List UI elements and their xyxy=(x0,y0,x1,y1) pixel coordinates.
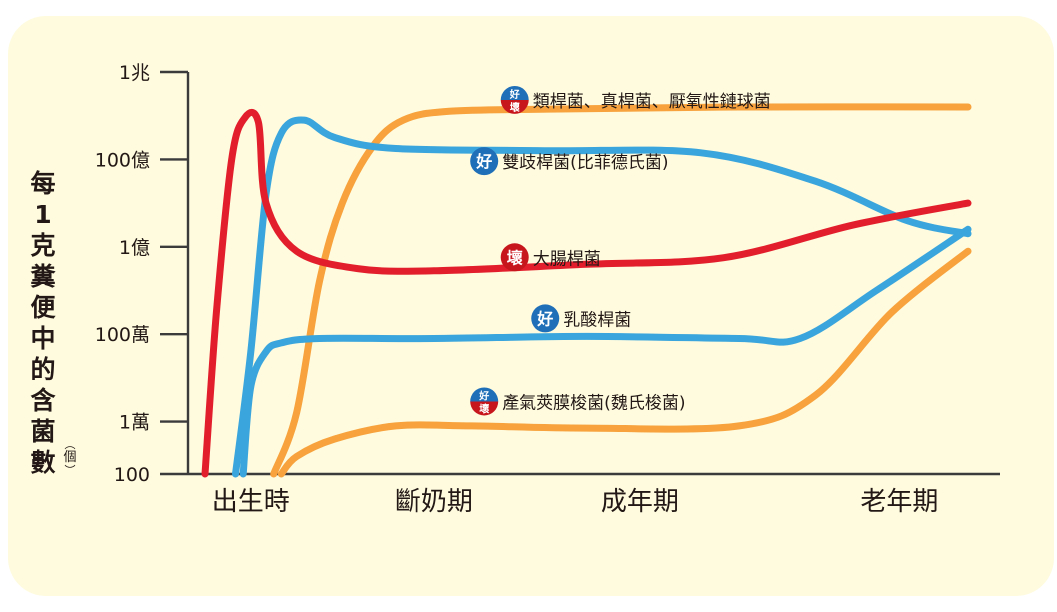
x-category-label: 老年期 xyxy=(860,487,938,517)
svg-text:好: 好 xyxy=(536,309,553,328)
y-tick-label: 100萬 xyxy=(95,324,150,346)
y-tick-label: 1兆 xyxy=(119,62,150,84)
badge-icon: 好壞 xyxy=(501,86,529,114)
svg-text:好: 好 xyxy=(478,389,489,402)
x-category-label: 成年期 xyxy=(601,487,679,517)
series-name: 雙歧桿菌(比菲德氏菌) xyxy=(502,153,668,173)
svg-text:壞: 壞 xyxy=(510,101,520,114)
svg-text:好: 好 xyxy=(475,152,492,171)
series-label-2: 壞大腸桿菌 xyxy=(501,243,601,271)
x-category-label: 出生時 xyxy=(212,487,290,517)
series-label-4: 好壞產氣莢膜梭菌(魏氏梭菌) xyxy=(470,387,685,415)
y-tick-label: 1億 xyxy=(119,237,150,259)
series-label-0: 好壞類桿菌、真桿菌、厭氧性鏈球菌 xyxy=(501,86,771,114)
series-label-3: 好乳酸桿菌 xyxy=(531,304,631,332)
series-name: 乳酸桿菌 xyxy=(563,310,631,330)
badge-icon: 好 xyxy=(470,147,498,175)
series-line-4 xyxy=(281,251,968,474)
svg-text:壞: 壞 xyxy=(479,402,489,415)
svg-text:好: 好 xyxy=(509,88,520,101)
badge-icon: 好壞 xyxy=(470,387,498,415)
y-tick-label: 100億 xyxy=(95,149,150,171)
series-name: 大腸桿菌 xyxy=(533,249,601,269)
y-tick-label: 1萬 xyxy=(119,412,150,434)
series-name: 類桿菌、真桿菌、厭氧性鏈球菌 xyxy=(533,92,771,112)
badge-icon: 好 xyxy=(531,304,559,332)
badge-icon: 壞 xyxy=(501,243,529,271)
x-category-label: 斷奶期 xyxy=(395,487,473,517)
svg-text:壞: 壞 xyxy=(507,248,523,267)
series-name: 產氣莢膜梭菌(魏氏梭菌) xyxy=(502,393,685,413)
y-tick-label: 100 xyxy=(114,464,150,486)
